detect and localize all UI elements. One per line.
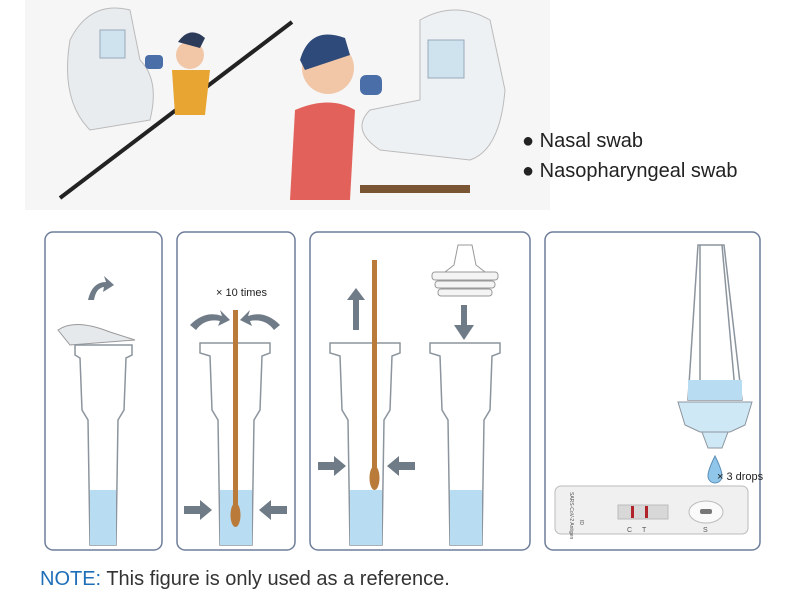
- reference-note: NOTE: This figure is only used as a refe…: [40, 568, 450, 591]
- squeeze-arrow-right-icon: [387, 456, 415, 476]
- squeeze-arrow-left-icon: [318, 456, 346, 476]
- swab-stick: [233, 310, 238, 515]
- step-1-panel: [44, 231, 163, 551]
- attach-cap-arrow-icon: [454, 305, 474, 340]
- step-2-panel: × 10 times: [176, 231, 296, 551]
- control-line: [631, 506, 634, 518]
- rotate-right-arrow-icon: [240, 310, 280, 330]
- swab-type-nasopharyngeal: Nasopharyngeal swab: [539, 160, 738, 182]
- step-3-panel: [309, 231, 531, 551]
- swab-type-nasal: Nasal swab: [539, 130, 644, 152]
- cassette-title: SARS-CoV-2 Antigen: [568, 492, 574, 539]
- test-line: [645, 506, 648, 518]
- drop-icon: [707, 454, 723, 484]
- swab-type-list: ● Nasal swab ● Nasopharyngeal swab: [522, 126, 738, 186]
- sample-label: S: [703, 527, 708, 534]
- rotate-count-label: × 10 times: [216, 287, 268, 299]
- test-cassette: SARS-CoV-2 Antigen ID C T S: [554, 485, 749, 539]
- control-label: C: [627, 527, 632, 534]
- rotate-left-arrow-icon: [190, 310, 230, 330]
- remove-cap-arrow-icon: [88, 276, 114, 300]
- nasal-swab-scene: [67, 7, 210, 131]
- extraction-buffer: [90, 490, 116, 545]
- drop-count-label: × 3 drops: [717, 471, 764, 483]
- swab-stick: [372, 260, 377, 475]
- swab-type-item: ● Nasopharyngeal swab: [522, 160, 738, 182]
- squeeze-arrow-right-icon: [259, 500, 287, 520]
- dropper-cap: [431, 244, 499, 297]
- step-4-panel: × 3 drops SARS-CoV-2 Antigen ID C T S: [544, 231, 764, 551]
- swab-type-item: ● Nasal swab: [522, 130, 644, 152]
- cassette-id-label: ID: [578, 520, 584, 525]
- withdraw-arrow-icon: [347, 288, 365, 330]
- peel-seal: [57, 324, 136, 346]
- nasopharyngeal-swab-scene: [290, 9, 506, 200]
- test-label: T: [642, 527, 647, 534]
- result-window: [617, 504, 669, 520]
- squeeze-arrow-left-icon: [184, 500, 212, 520]
- note-text: This figure is only used as a reference.: [101, 568, 450, 590]
- note-label: NOTE:: [40, 568, 102, 590]
